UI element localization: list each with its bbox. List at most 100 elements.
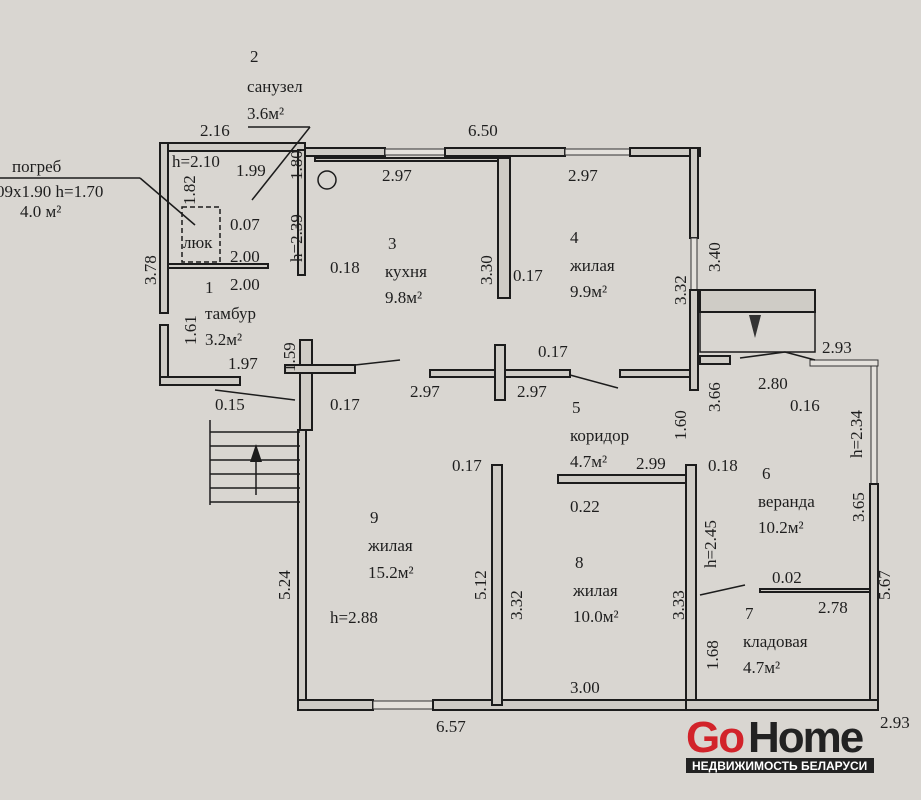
room-number: 9 (370, 508, 379, 527)
dimension-label: 3.32 (507, 590, 526, 620)
sanuzel-height: h=2.10 (172, 152, 220, 171)
room-name: тамбур (205, 304, 256, 323)
room-number: 7 (745, 604, 754, 623)
room-3-label: 3 кухня 9.8м² (385, 234, 427, 307)
dimension-label: 1.80 (287, 150, 306, 180)
dimension-label: 2.93 (880, 713, 910, 732)
dimension-label: 3.66 (705, 382, 724, 412)
dimension-label: 0.07 (230, 215, 260, 234)
room-9-label: 9 жилая 15.2м² h=2.88 (330, 508, 414, 627)
room-number: 2 (250, 47, 259, 66)
room-name: жилая (569, 256, 615, 275)
cellar-label: погреб 09x1.90 h=1.70 4.0 м² люк (0, 157, 213, 252)
cellar-dims: 09x1.90 h=1.70 (0, 182, 103, 201)
dimension-label: 1.68 (703, 640, 722, 670)
dimension-label: 0.16 (790, 396, 820, 415)
room-4-label: 4 жилая 9.9м² (569, 228, 615, 301)
room-area: 4.7м² (570, 452, 607, 471)
ceiling-height: h=2.88 (330, 608, 378, 627)
dimension-label: 3.30 (477, 255, 496, 285)
dimension-label: 5.67 (875, 570, 894, 600)
room-area: 9.8м² (385, 288, 422, 307)
stairs-arrow-icon (250, 444, 262, 462)
walls (159, 142, 879, 711)
dimension-label: 3.78 (141, 255, 160, 285)
dimension-label: 0.17 (330, 395, 360, 414)
dimension-label: 0.17 (452, 456, 482, 475)
dimension-label: 0.17 (513, 266, 543, 285)
room-area: 9.9м² (570, 282, 607, 301)
dimension-label: 1.60 (671, 410, 690, 440)
veranda-height: h=2.34 (847, 410, 866, 458)
dimension-label: 1.82 (180, 175, 199, 205)
dimension-label: 0.02 (772, 568, 802, 587)
room-8-label: 8 жилая 10.0м² (572, 553, 619, 626)
dimension-label: 2.97 (382, 166, 412, 185)
dimension-label: 6.50 (468, 121, 498, 140)
room-7-label: 7 кладовая 4.7м² (743, 604, 808, 677)
dimension-label: 2.80 (758, 374, 788, 393)
dimension-label: 3.00 (570, 678, 600, 697)
vertical-dimensions: 1.82 1.80 h=2.39 3.78 1.61 1.59 3.30 0.1… (141, 150, 894, 670)
dimension-label: 1.97 (228, 354, 258, 373)
room-6-label: 6 веранда 10.2м² (758, 464, 815, 537)
room-number: 8 (575, 553, 584, 572)
room-1-label: 1 тамбур 3.2м² (205, 278, 256, 349)
dimension-label: 2.97 (517, 382, 547, 401)
cellar-area: 4.0 м² (20, 202, 61, 221)
horizontal-dimensions: 2.16 6.50 1.99 2.97 2.97 0.07 2.00 2.00 … (200, 121, 910, 736)
dimension-label: 2.97 (410, 382, 440, 401)
room-number: 3 (388, 234, 397, 253)
room-name: кухня (385, 262, 427, 281)
storage-height: h=2.45 (701, 520, 720, 568)
room-area: 10.0м² (573, 607, 619, 626)
room-area: 4.7м² (743, 658, 780, 677)
dimension-label: 0.18 (708, 456, 738, 475)
dimension-label: 5.12 (471, 570, 490, 600)
hatch-label: люк (183, 233, 213, 252)
dimension-label: 2.16 (200, 121, 230, 140)
logo-tagline: НЕДВИЖИМОСТЬ БЕЛАРУСИ (692, 759, 867, 773)
dimension-label: 1.61 (181, 315, 200, 345)
dimension-label: 2.00 (230, 247, 260, 266)
room-area: 3.2м² (205, 330, 242, 349)
dimension-label: 0.22 (570, 497, 600, 516)
room-name: веранда (758, 492, 815, 511)
room-name: коридор (570, 426, 629, 445)
room-number: 1 (205, 278, 214, 297)
room-number: 4 (570, 228, 579, 247)
dimension-label: 0.15 (215, 395, 245, 414)
dimension-label: 0.17 (538, 342, 568, 361)
entrance-stairs (209, 315, 761, 505)
room-area: 10.2м² (758, 518, 804, 537)
logo-go-text: Go (686, 713, 744, 762)
room-name: кладовая (743, 632, 808, 651)
room-number: 6 (762, 464, 771, 483)
room-2-label: 2 санузел 3.6м² (247, 47, 303, 123)
logo-home-text: Home (748, 713, 863, 762)
dimension-label: 1.99 (236, 161, 266, 180)
dimension-label: 2.99 (636, 454, 666, 473)
dimension-label: 3.33 (669, 590, 688, 620)
dimension-label: 3.40 (705, 242, 724, 272)
dimension-label: 1.59 (280, 342, 299, 372)
dimension-label: 2.97 (568, 166, 598, 185)
leader-lines (0, 126, 816, 596)
room-5-label: 5 коридор 4.7м² (570, 398, 629, 471)
dimension-label: 2.93 (822, 338, 852, 357)
room-area: 3.6м² (247, 104, 284, 123)
dimension-label: 6.57 (436, 717, 466, 736)
gohome-logo: Go Home НЕДВИЖИМОСТЬ БЕЛАРУСИ (686, 713, 874, 773)
cellar-name: погреб (12, 157, 61, 176)
dimension-label: 2.00 (230, 275, 260, 294)
kitchen-height: h=2.39 (287, 214, 306, 262)
dimension-label: 5.24 (275, 570, 294, 600)
room-area: 15.2м² (368, 563, 414, 582)
room-name: санузел (247, 77, 303, 96)
room-name: жилая (572, 581, 618, 600)
veranda-stairs-arrow-icon (749, 315, 761, 338)
room-number: 5 (572, 398, 581, 417)
dimension-label: 3.32 (671, 275, 690, 305)
